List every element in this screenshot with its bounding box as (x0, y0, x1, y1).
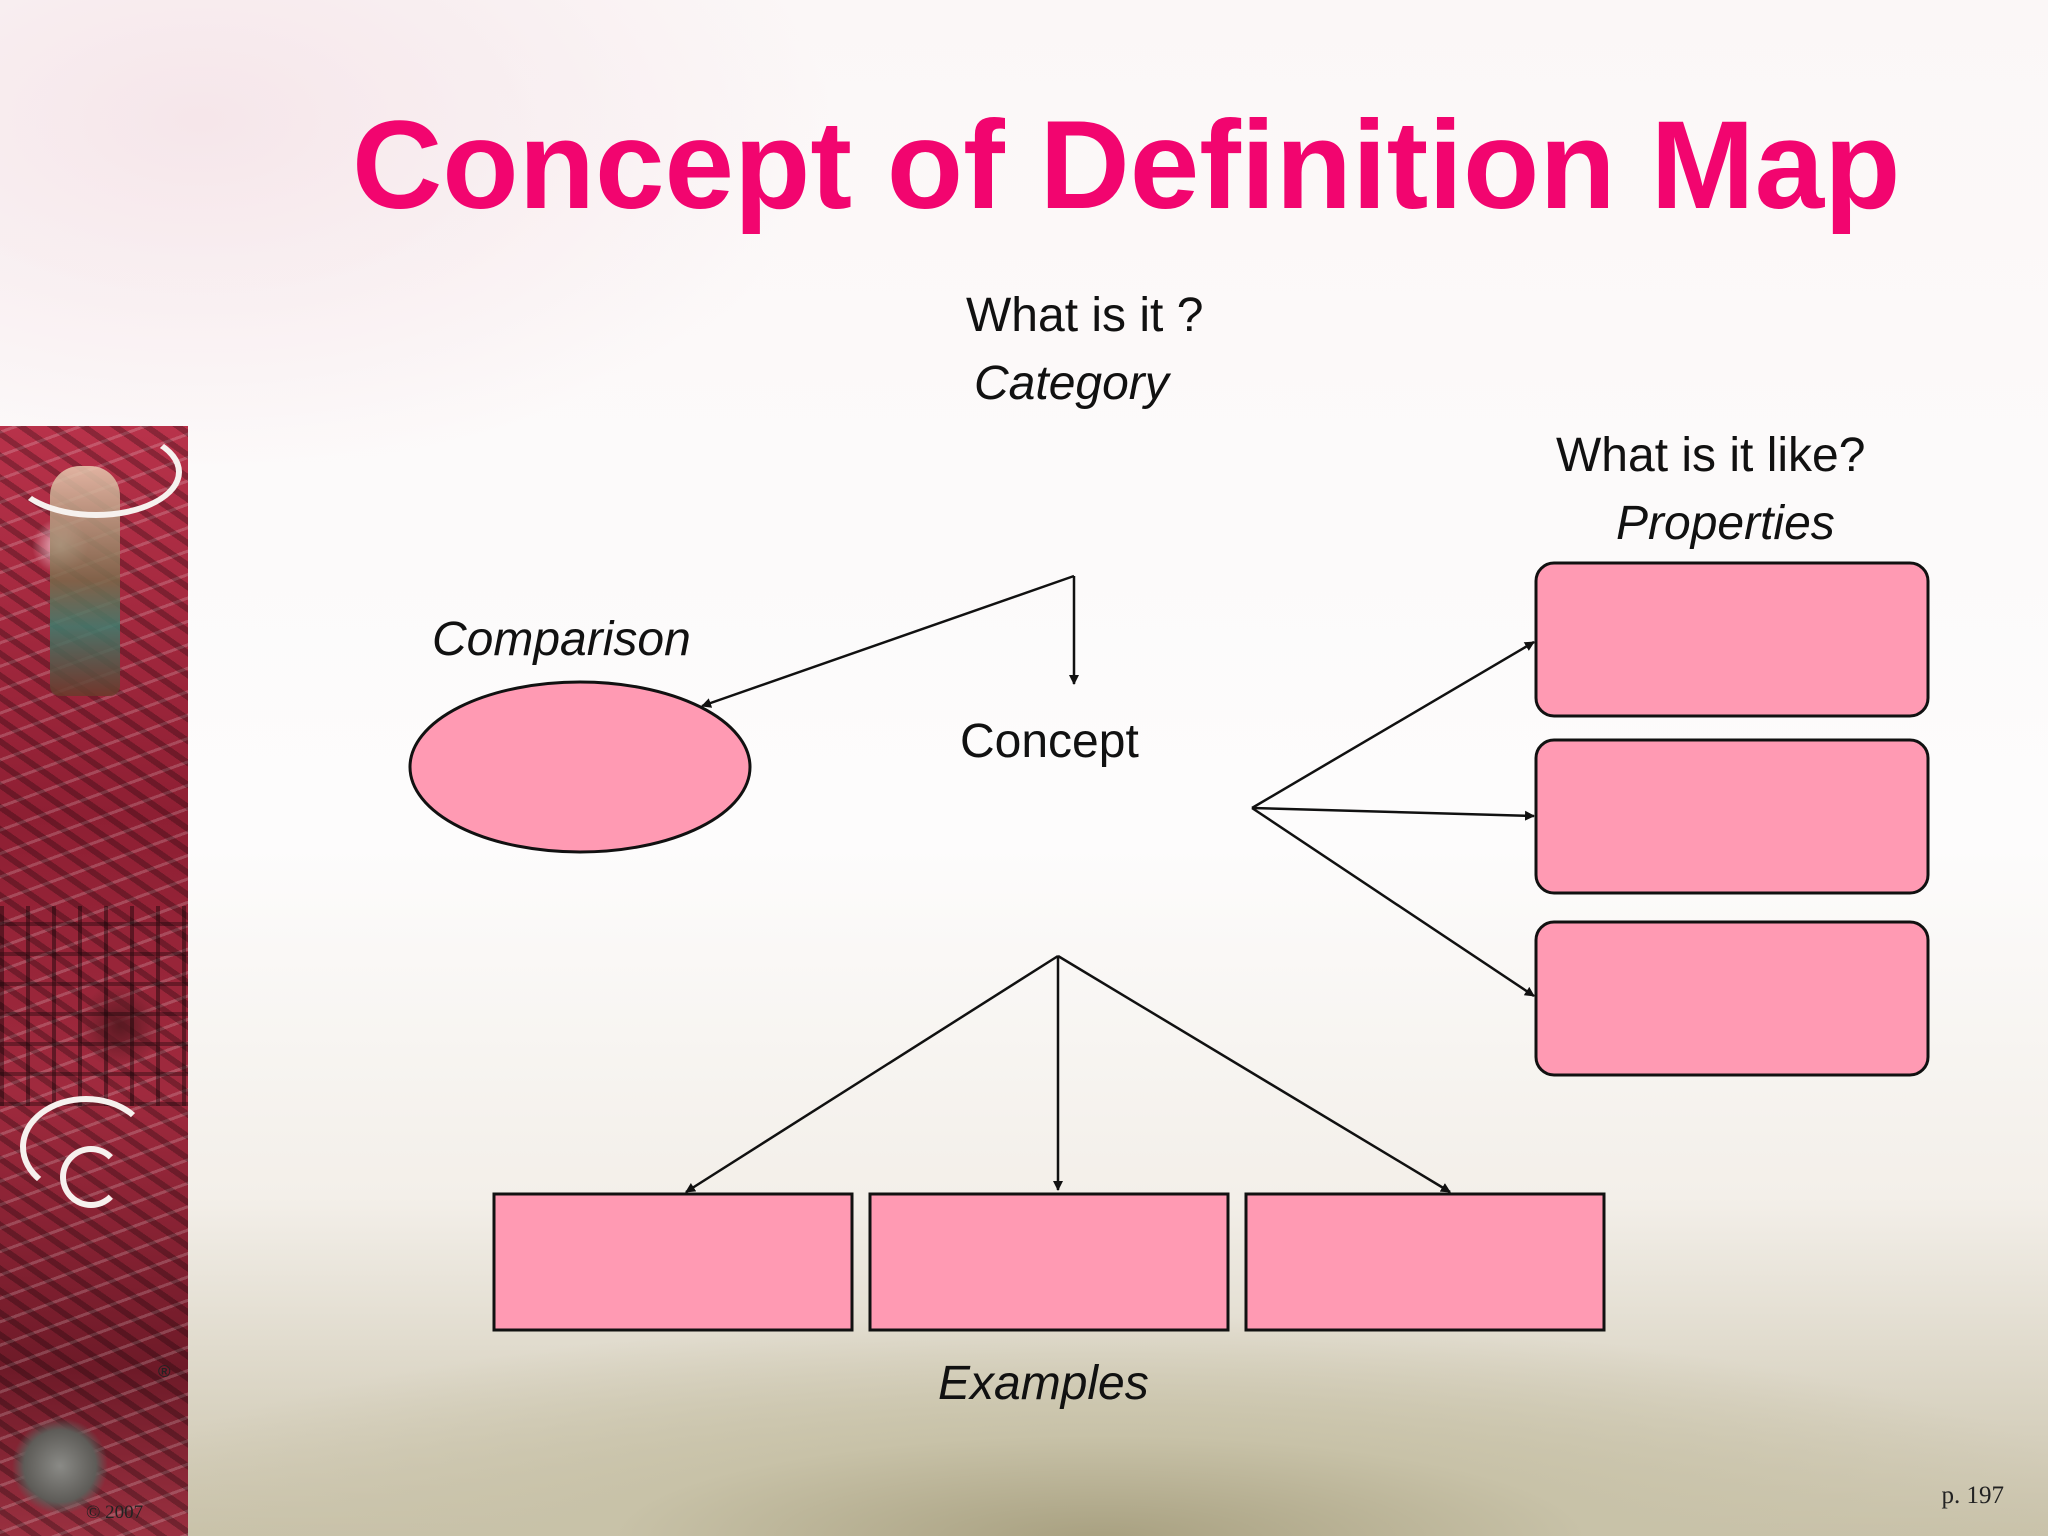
arrow-to-property-1 (1251, 640, 1535, 810)
collage-graffiti (0, 906, 188, 1106)
example-box-3 (1244, 1192, 1606, 1332)
arrow-to-example-3 (1057, 954, 1451, 1194)
decorative-collage-art (0, 426, 188, 1536)
arrow-to-property-3 (1251, 806, 1535, 998)
property-box-1 (1534, 561, 1930, 718)
collage-swirl (60, 1146, 122, 1208)
examples-label: Examples (938, 1357, 1149, 1410)
registered-mark: ® (158, 1362, 171, 1381)
copyright-notice: © 2007 (86, 1502, 144, 1523)
collage-tool (0, 1406, 120, 1536)
category-question: What is it ? (966, 289, 1204, 342)
collage-swirl (20, 1096, 152, 1198)
properties-label: Properties (1616, 497, 1835, 550)
arrow-to-property-2 (1251, 806, 1535, 821)
category-label: Category (974, 357, 1169, 410)
arrow-to-comparison (701, 574, 1075, 708)
properties-question: What is it like? (1556, 429, 1866, 482)
collage-swirl (10, 426, 182, 518)
page-number: p. 197 (1941, 1482, 2005, 1509)
example-box-1 (492, 1192, 854, 1332)
property-box-3 (1534, 920, 1930, 1077)
property-box-2 (1534, 738, 1930, 895)
concept-label: Concept (960, 715, 1139, 768)
arrow-to-example-1 (685, 954, 1059, 1194)
comparison-ellipse (408, 680, 752, 854)
page-title: Concept of Definition Map (352, 96, 1901, 235)
comparison-label: Comparison (432, 613, 691, 666)
example-box-2 (868, 1192, 1230, 1332)
